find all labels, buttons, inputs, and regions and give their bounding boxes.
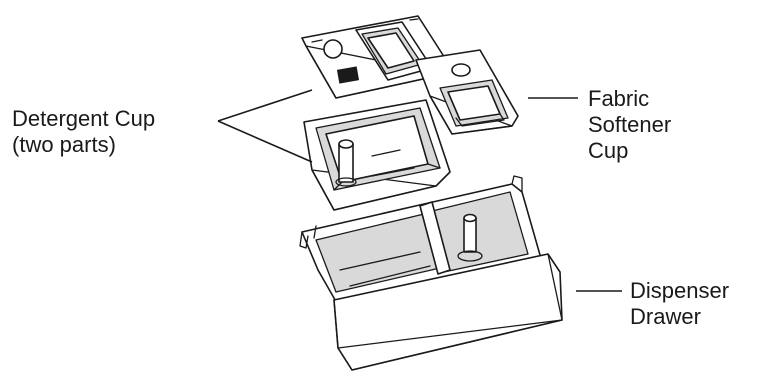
leader-detergent-lid bbox=[218, 90, 312, 121]
label-detergent-cup-line1: Detergent Cup bbox=[12, 106, 155, 132]
label-detergent-cup: Detergent Cup (two parts) bbox=[12, 106, 155, 158]
leader-detergent-base bbox=[218, 121, 312, 162]
label-fabric-softener-line3: Cup bbox=[588, 138, 671, 164]
label-dispenser-drawer-line2: Drawer bbox=[630, 304, 729, 330]
label-dispenser-drawer-line1: Dispenser bbox=[630, 278, 729, 304]
label-dispenser-drawer: Dispenser Drawer bbox=[630, 278, 729, 330]
label-fabric-softener-cup: Fabric Softener Cup bbox=[588, 86, 671, 164]
label-fabric-softener-line1: Fabric bbox=[588, 86, 671, 112]
label-fabric-softener-line2: Softener bbox=[588, 112, 671, 138]
label-detergent-cup-line2: (two parts) bbox=[12, 132, 155, 158]
detergent-cup-base-icon bbox=[304, 100, 450, 210]
